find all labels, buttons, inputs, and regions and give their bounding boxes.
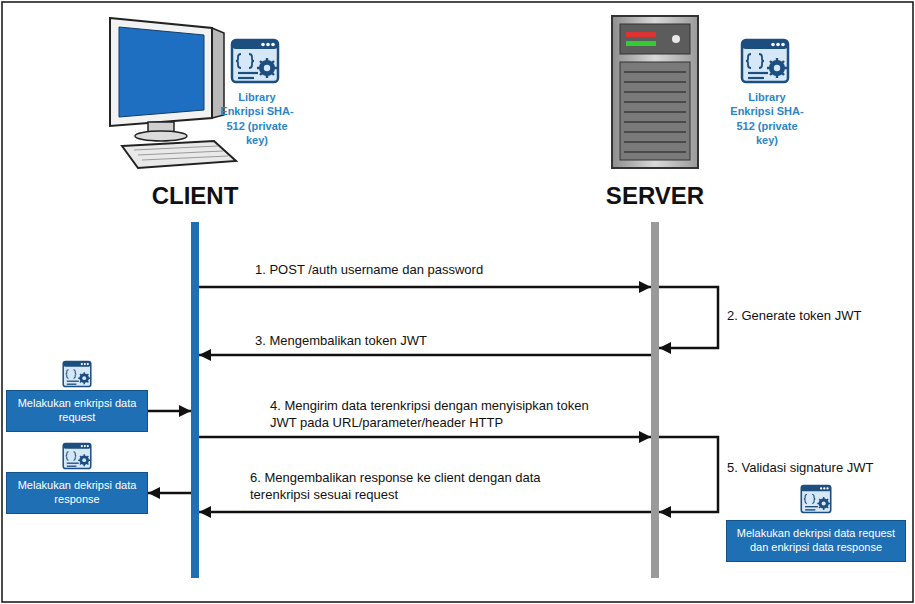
library-icon xyxy=(63,361,91,386)
message-arrow xyxy=(659,437,718,512)
library-icon xyxy=(742,40,788,82)
box-text: Melakukan dekripsi data response xyxy=(13,479,141,507)
library-icon xyxy=(232,40,278,82)
library-icon xyxy=(801,486,830,513)
message-arrow xyxy=(199,354,651,357)
message-arrow xyxy=(199,286,651,289)
lifeline-title: SERVER xyxy=(606,182,704,210)
message-label: 4. Mengirim data terenkripsi dengan meny… xyxy=(270,398,610,432)
message-label: 5. Validasi signature JWT xyxy=(727,460,907,477)
message-arrow xyxy=(148,410,191,413)
box-text: Melakukan enkripsi data request xyxy=(13,397,141,425)
message-label: 6. Mengembalikan response ke client deng… xyxy=(250,470,590,504)
message-label: 2. Generate token JWT xyxy=(727,308,907,325)
process-box: Melakukan dekripsi data response xyxy=(6,472,148,514)
message-arrow xyxy=(148,492,191,495)
message-arrow xyxy=(199,436,651,439)
message-arrow xyxy=(199,511,651,514)
library-icon xyxy=(63,443,91,468)
message-arrow xyxy=(659,287,718,348)
message-label: 1. POST /auth username dan password xyxy=(255,262,615,279)
process-box: Melakukan enkripsi data request xyxy=(6,390,148,432)
server-lifeline: SERVER xyxy=(651,222,659,578)
lifeline-title: CLIENT xyxy=(152,182,239,210)
client-computer xyxy=(110,18,236,168)
box-text: Melakukan dekripsi data request dan enkr… xyxy=(733,527,899,555)
process-box: Melakukan dekripsi data request dan enkr… xyxy=(726,520,906,562)
library-label: Library Enkripsi SHA-512 (private key) xyxy=(728,90,806,147)
client-lifeline: CLIENT xyxy=(191,222,199,578)
message-label: 3. Mengembalikan token JWT xyxy=(255,333,615,350)
server-rack xyxy=(612,16,698,168)
library-label: Library Enkripsi SHA-512 (private key) xyxy=(218,90,296,147)
